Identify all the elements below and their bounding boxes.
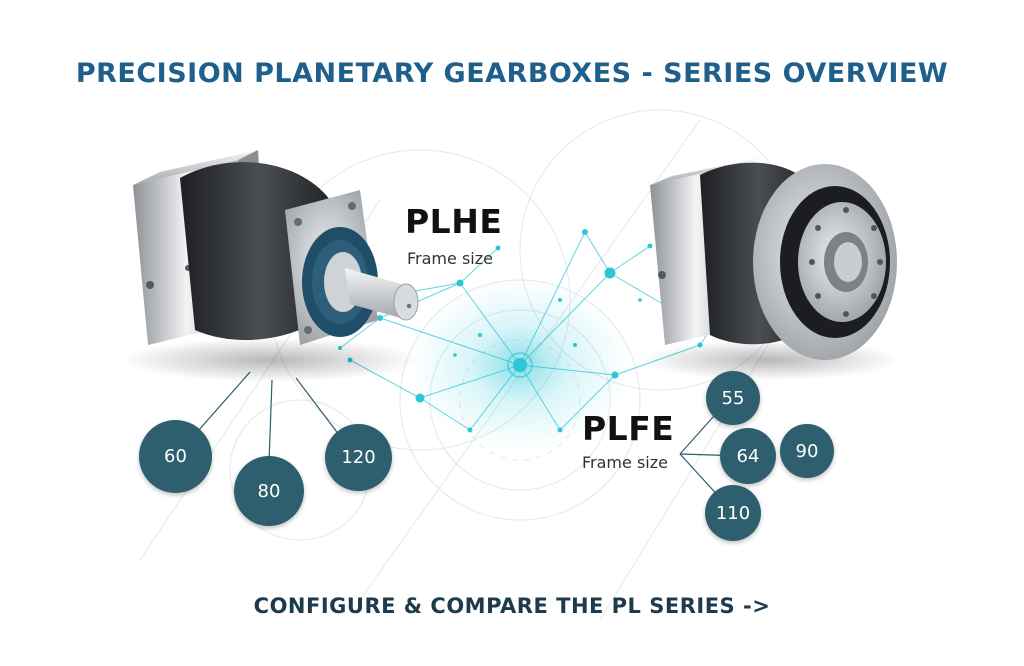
plfe-frame-size-label: Frame size bbox=[582, 453, 668, 472]
plhe-size-badge-120[interactable]: 120 bbox=[325, 424, 392, 491]
plhe-size-badge-80[interactable]: 80 bbox=[234, 456, 304, 526]
page-title: PRECISION PLANETARY GEARBOXES - SERIES O… bbox=[75, 58, 949, 89]
plfe-size-badge-55[interactable]: 55 bbox=[706, 371, 760, 425]
plhe-frame-size-label: Frame size bbox=[407, 249, 493, 268]
network-nodes bbox=[338, 229, 732, 433]
plfe-size-badge-110[interactable]: 110 bbox=[705, 485, 761, 541]
plhe-size-badge-60[interactable]: 60 bbox=[139, 420, 212, 493]
plhe-series-name: PLHE bbox=[405, 202, 503, 241]
plhe-gearbox-image bbox=[120, 150, 420, 382]
plfe-size-badge-90[interactable]: 90 bbox=[780, 424, 834, 478]
plfe-size-badge-64[interactable]: 64 bbox=[720, 428, 776, 484]
plfe-gearbox-image bbox=[640, 158, 900, 380]
plfe-series-name: PLFE bbox=[582, 409, 675, 448]
configure-compare-link[interactable]: CONFIGURE & COMPARE THE PL SERIES -> bbox=[253, 594, 771, 618]
